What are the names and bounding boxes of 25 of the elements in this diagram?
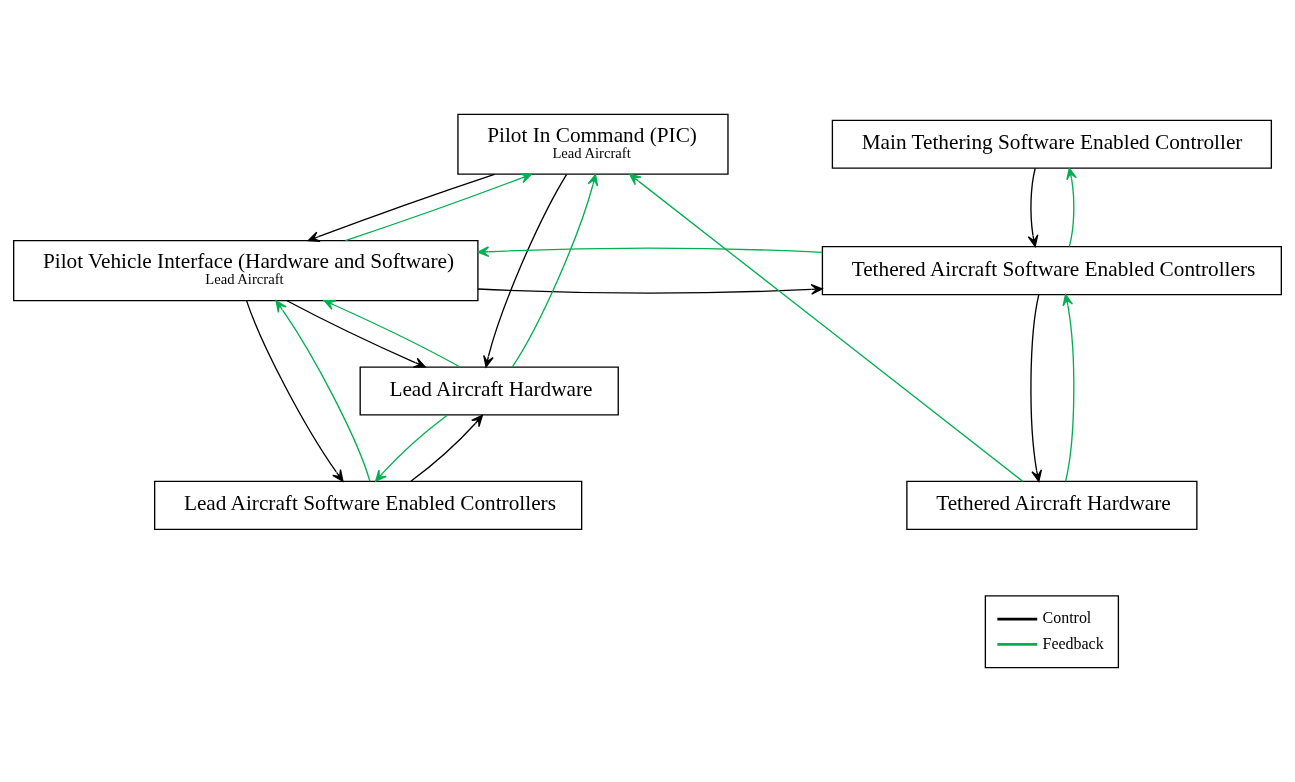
arrow — [1030, 293, 1043, 482]
arrow — [477, 246, 823, 258]
node-box: Pilot Vehicle Interface (Hardware and Software) Lead Aircraft — [13, 240, 479, 302]
arrow — [1062, 293, 1075, 482]
legend-label: Feedback — [1042, 634, 1104, 652]
arrow — [410, 414, 483, 482]
arrow — [344, 172, 532, 242]
node-box: Main Tethering Software Enabled Controller — [831, 119, 1273, 169]
arrow — [245, 300, 344, 482]
arrow — [374, 414, 448, 482]
node-box: Lead Aircraft Hardware — [359, 366, 619, 416]
arrow — [511, 173, 599, 368]
node-box: Tethered Aircraft Software Enabled Controllers — [821, 246, 1282, 296]
arrow — [286, 300, 426, 368]
arrow — [1027, 167, 1039, 247]
node-box: Pilot In Command (PIC) Lead Aircraft — [457, 113, 729, 175]
arrow — [275, 300, 371, 482]
arrow — [477, 283, 823, 295]
arrow — [323, 299, 461, 368]
node-box: Tethered Aircraft Hardware — [906, 480, 1198, 530]
legend-label: Control — [1042, 609, 1092, 627]
arrow — [483, 173, 568, 368]
arrow — [629, 173, 1024, 483]
node-box: Lead Aircraft Software Enabled Controllers — [154, 480, 583, 530]
arrow — [1066, 167, 1077, 247]
